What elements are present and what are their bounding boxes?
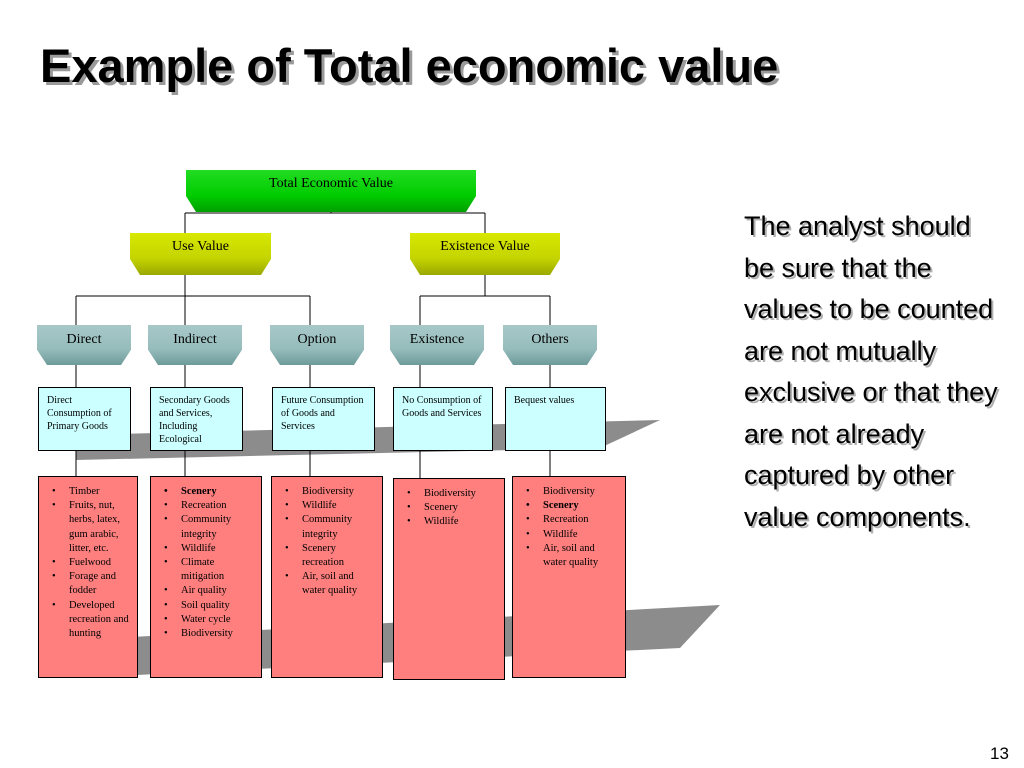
list-item: Scenery recreation bbox=[282, 542, 376, 570]
list-item: Fuelwood bbox=[49, 556, 131, 570]
list-item: Water cycle bbox=[161, 613, 255, 627]
list-item: Community integrity bbox=[161, 513, 255, 541]
list-direct: Timber Fruits, nut, herbs, latex, gum ar… bbox=[38, 476, 138, 678]
description-existence: No Consumption of Goods and Services bbox=[393, 387, 493, 451]
description-indirect: Secondary Goods and Services, Including … bbox=[150, 387, 243, 451]
description-option: Future Consumption of Goods and Services bbox=[272, 387, 375, 451]
description-others: Bequest values bbox=[505, 387, 606, 451]
node-existence-value: Existence Value bbox=[410, 233, 560, 275]
list-item: Scenery bbox=[523, 499, 619, 513]
list-item: Air quality bbox=[161, 584, 255, 598]
node-others: Others bbox=[503, 325, 597, 365]
list-item: Biodiversity bbox=[161, 627, 255, 641]
list-item: Biodiversity bbox=[404, 487, 498, 501]
list-item: Biodiversity bbox=[282, 485, 376, 499]
list-item: Soil quality bbox=[161, 599, 255, 613]
list-item: Wildlife bbox=[282, 499, 376, 513]
list-item: Wildlife bbox=[161, 542, 255, 556]
list-item: Recreation bbox=[523, 513, 619, 527]
page-number: 13 bbox=[990, 744, 1009, 763]
list-item: Forage and fodder bbox=[49, 570, 131, 598]
node-use-value: Use Value bbox=[130, 233, 271, 275]
list-item: Community integrity bbox=[282, 513, 376, 541]
node-existence: Existence bbox=[390, 325, 484, 365]
list-item: Recreation bbox=[161, 499, 255, 513]
list-item: Scenery bbox=[404, 501, 498, 515]
list-item: Fruits, nut, herbs, latex, gum arabic, l… bbox=[49, 499, 131, 556]
description-direct: Direct Consumption of Primary Goods bbox=[38, 387, 131, 451]
list-item: Wildlife bbox=[523, 528, 619, 542]
list-option: Biodiversity Wildlife Community integrit… bbox=[271, 476, 383, 678]
list-existence: Biodiversity Scenery Wildlife bbox=[393, 478, 505, 680]
node-direct: Direct bbox=[37, 325, 131, 365]
list-item: Biodiversity bbox=[523, 485, 619, 499]
list-item: Scenery bbox=[161, 485, 255, 499]
analyst-note: The analyst should be sure that the valu… bbox=[744, 211, 998, 532]
node-total-economic-value: Total Economic Value bbox=[186, 170, 476, 212]
list-item: Developed recreation and hunting bbox=[49, 599, 131, 642]
node-option: Option bbox=[270, 325, 364, 365]
list-item: Air, soil and water quality bbox=[282, 570, 376, 598]
list-item: Climate mitigation bbox=[161, 556, 255, 584]
slide-title: Example of Total economic value bbox=[40, 39, 779, 92]
list-item: Wildlife bbox=[404, 515, 498, 529]
list-item: Timber bbox=[49, 485, 131, 499]
list-item: Air, soil and water quality bbox=[523, 542, 619, 570]
node-indirect: Indirect bbox=[148, 325, 242, 365]
list-indirect: Scenery Recreation Community integrity W… bbox=[150, 476, 262, 678]
list-others: Biodiversity Scenery Recreation Wildlife… bbox=[512, 476, 626, 678]
